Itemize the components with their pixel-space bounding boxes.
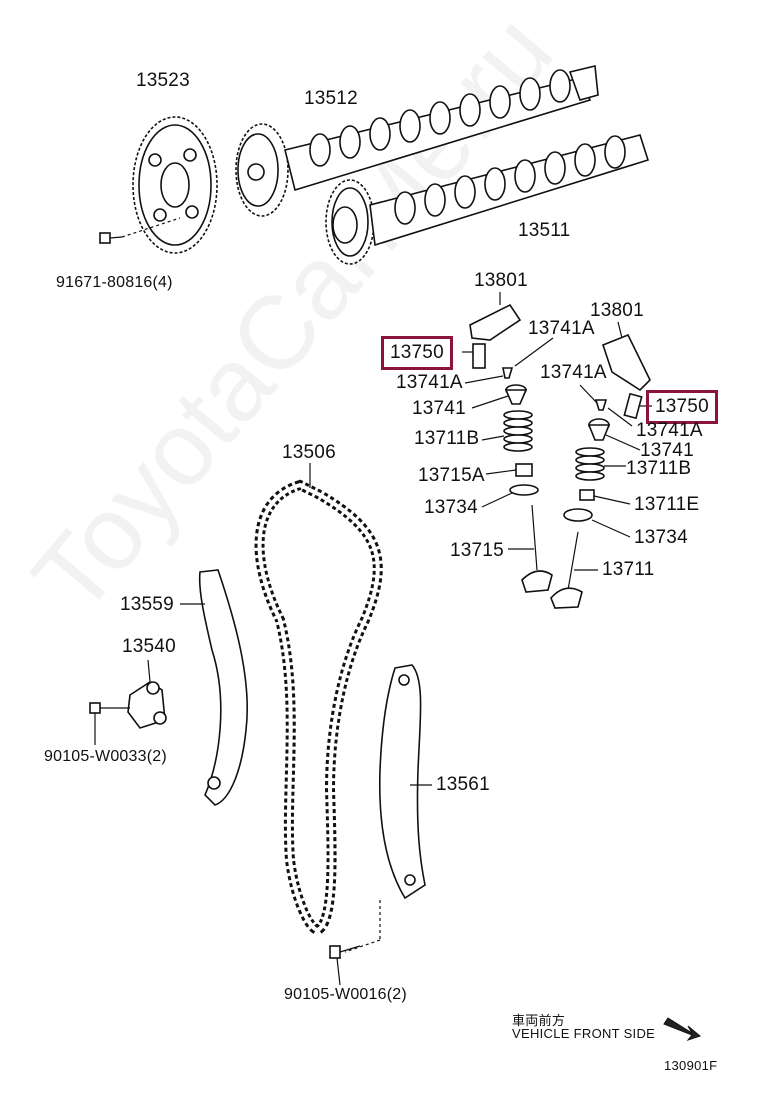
part-label-13734-2[interactable]: 13734 bbox=[634, 527, 688, 548]
rocker-arm-13801-a bbox=[469, 292, 522, 341]
direction-label-en: VEHICLE FRONT SIDE bbox=[512, 1026, 656, 1041]
valve-stem-seal bbox=[485, 463, 631, 505]
timing-chain-13506 bbox=[254, 463, 383, 936]
part-label-13511[interactable]: 13511 bbox=[518, 220, 571, 241]
part-label-13506[interactable]: 13506 bbox=[282, 442, 336, 463]
part-label-13540[interactable]: 13540 bbox=[122, 636, 176, 657]
rocker-arm-13801-b bbox=[602, 321, 651, 392]
part-label-13512[interactable]: 13512 bbox=[304, 88, 358, 109]
part-label-13750-highlight-b[interactable]: 13750 bbox=[646, 390, 718, 424]
valve-spring-13711B bbox=[481, 410, 626, 481]
part-label-13741A-4[interactable]: 13741A bbox=[636, 420, 703, 441]
part-label-90105-w0016[interactable]: 90105-W0016(2) bbox=[284, 986, 407, 1003]
part-label-90105-w0033[interactable]: 90105-W0033(2) bbox=[44, 748, 167, 765]
part-label-13750-highlight-a[interactable]: 13750 bbox=[381, 336, 453, 370]
bolt-91671 bbox=[99, 217, 181, 244]
lash-adjuster-13750-b bbox=[623, 392, 643, 420]
valve-13715 bbox=[508, 504, 553, 593]
part-label-13715A[interactable]: 13715A bbox=[418, 465, 485, 486]
part-label-13741-1[interactable]: 13741 bbox=[412, 398, 466, 419]
part-label-13741A-2[interactable]: 13741A bbox=[396, 372, 463, 393]
valve-keeper-13741A bbox=[464, 337, 633, 427]
bolt-90105-w0016 bbox=[329, 945, 361, 986]
figure-code: 130901F bbox=[664, 1058, 718, 1073]
chain-tensioner-13540 bbox=[89, 659, 167, 745]
part-label-13523[interactable]: 13523 bbox=[136, 70, 190, 91]
part-label-13741A-1[interactable]: 13741A bbox=[528, 318, 595, 339]
cam-sprocket-13523 bbox=[132, 116, 218, 254]
part-label-13561[interactable]: 13561 bbox=[436, 774, 490, 795]
valve-13711 bbox=[550, 531, 598, 609]
camshaft-13511 bbox=[325, 134, 650, 265]
part-label-13801-b[interactable]: 13801 bbox=[590, 300, 644, 321]
spring-seat-13734 bbox=[481, 484, 631, 538]
part-label-13711[interactable]: 13711 bbox=[602, 559, 655, 580]
chain-guide-13561 bbox=[344, 664, 432, 953]
camshaft-13512 bbox=[235, 65, 599, 217]
lash-adjuster-13750-a bbox=[472, 343, 486, 369]
part-label-13715[interactable]: 13715 bbox=[450, 540, 504, 561]
part-label-13711E[interactable]: 13711E bbox=[634, 494, 700, 515]
part-label-13711B-2[interactable]: 13711B bbox=[626, 458, 692, 479]
part-label-13734-1[interactable]: 13734 bbox=[424, 497, 478, 518]
part-label-13741A-3[interactable]: 13741A bbox=[540, 362, 607, 383]
valve-retainer-13741 bbox=[471, 384, 641, 451]
vehicle-front-arrow bbox=[663, 1017, 702, 1042]
part-label-91671-80816[interactable]: 91671-80816(4) bbox=[56, 274, 173, 291]
chain-guide-13559 bbox=[180, 569, 249, 806]
part-label-13711B-1[interactable]: 13711B bbox=[414, 428, 480, 449]
part-label-13741-2[interactable]: 13741 bbox=[640, 440, 694, 461]
direction-label-jp: 車両前方 bbox=[512, 1013, 566, 1028]
part-label-13559[interactable]: 13559 bbox=[120, 594, 174, 615]
part-label-13801-a[interactable]: 13801 bbox=[474, 270, 528, 291]
